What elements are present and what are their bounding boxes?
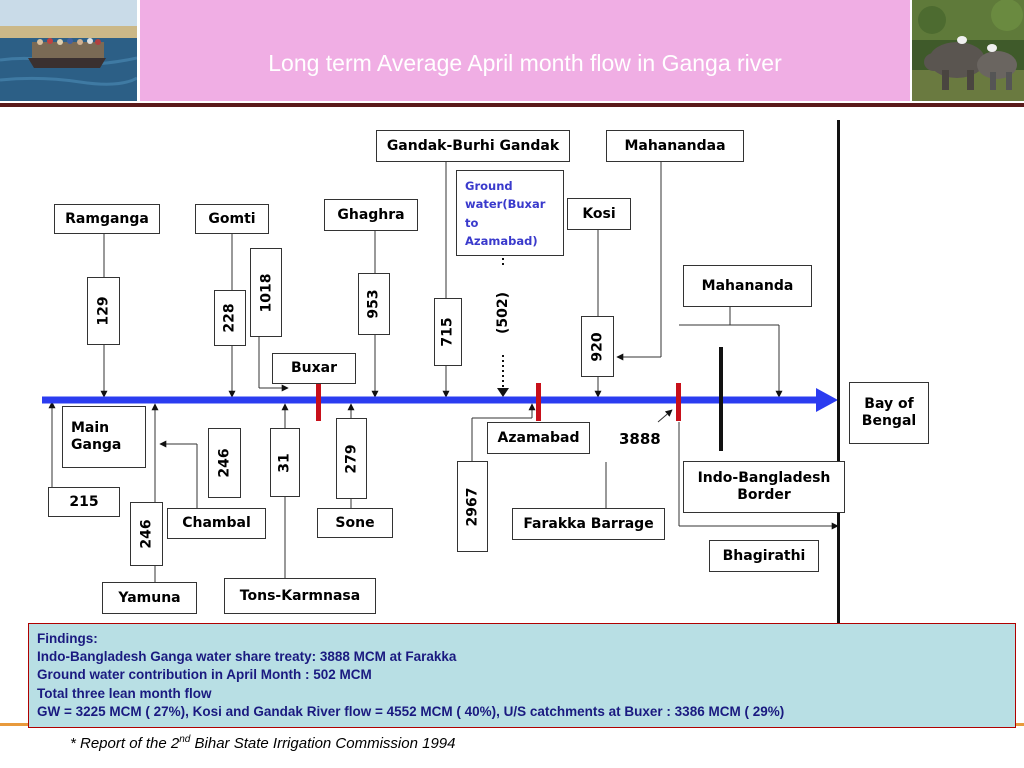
header-divider [0,103,1024,107]
buxar-box: Buxar [272,353,356,384]
gomti-flow: 228 [214,290,246,346]
bhagirathi-box: Bhagirathi [709,540,819,572]
main-ganga-flow: 215 [48,487,120,517]
page-title: Long term Average April month flow in Ga… [268,50,782,76]
ramganga-box: Ramganga [54,204,160,234]
ghaghra-flow: 953 [358,273,390,335]
gomti-box: Gomti [195,204,269,234]
mahananda-box: Mahananda [683,265,812,307]
farakka-barrage-box: Farakka Barrage [512,508,665,540]
chambal-box: Chambal [167,508,266,539]
title-banner [140,0,910,101]
findings-panel: Findings: Indo-Bangladesh Ganga water sh… [28,623,1016,728]
tons-karmnasa-flow: 31 [270,428,300,497]
finding-line: Total three lean month flow [37,685,212,701]
sone-flow: 279 [336,418,367,499]
ground-water-box: Ground water(Buxar to Azamabad) [456,170,564,256]
yamuna-box: Yamuna [102,582,197,614]
finding-line: GW = 3225 MCM ( 27%), Kosi and Gandak Ri… [37,703,785,719]
rhino-photo [912,0,1024,101]
ground-water-flow: (502) [495,291,512,335]
kosi-flow: 920 [581,316,614,377]
footer-accent-left [0,723,28,726]
chambal-flow: 246 [208,428,241,498]
finding-line: Indo-Bangladesh Ganga water share treaty… [37,649,457,665]
footnote: * Report of the 2nd Bihar State Irrigati… [70,734,456,752]
kosi-box: Kosi [567,198,631,230]
gandak-box: Gandak-Burhi Gandak [376,130,570,162]
buxar-inflow-flow: 1018 [250,248,282,337]
ramganga-flow: 129 [87,277,120,345]
mahanandaa-box: Mahanandaa [606,130,744,162]
gandak-flow: 715 [434,298,462,366]
sone-box: Sone [317,508,393,538]
finding-line: Ground water contribution in April Month… [37,667,372,683]
azamabad-box: Azamabad [487,422,590,454]
findings-heading: Findings: [37,631,98,646]
footer-accent-right [1016,723,1024,726]
ghaghra-box: Ghaghra [324,199,418,231]
tons-karmnasa-box: Tons-Karmnasa [224,578,376,614]
azamabad-flow: 2967 [457,461,488,552]
farakka-flow: 3888 [619,430,661,448]
yamuna-flow: 246 [130,502,163,566]
boat-photo [0,0,137,101]
